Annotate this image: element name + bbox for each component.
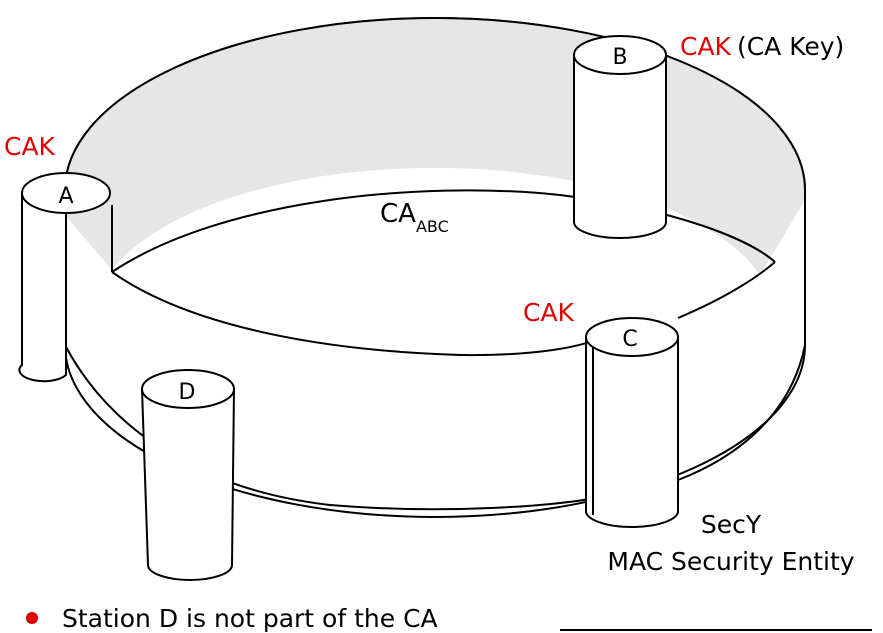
cak-label-a: CAK [4, 132, 56, 161]
ring-label-main: CA [380, 199, 416, 229]
station-d-label: D [179, 380, 196, 405]
ring-front-rim [111, 271, 596, 357]
secy-subtitle: MAC Security Entity [607, 547, 854, 576]
secy-label: SecY [701, 510, 762, 539]
divider-line [560, 629, 872, 631]
station-c: C [585, 317, 679, 528]
station-b: B [573, 35, 667, 239]
station-a-label: A [58, 184, 73, 209]
station-b-label: B [612, 45, 627, 70]
station-a: A [18, 172, 111, 383]
cak-label-b-key: CAK [680, 32, 732, 61]
station-c-label: C [622, 327, 637, 352]
ring-bottom-edge [64, 344, 596, 511]
ring-inner-edge [111, 189, 776, 273]
station-d: D [141, 369, 235, 581]
cak-label-b: CAK(CA Key) [680, 32, 844, 61]
bullet-item: Station D is not part of the CA [26, 603, 438, 633]
bullet-text: Station D is not part of the CA [62, 603, 438, 633]
ring-front-rim-right [677, 261, 776, 319]
cak-label-c: CAK [523, 298, 575, 327]
red-dot-icon [26, 612, 38, 624]
ring-label-subscript: ABC [416, 217, 449, 236]
ring-label: CAABC [380, 199, 449, 236]
cak-label-b-note: (CA Key) [737, 32, 844, 61]
ring-top-rim [64, 17, 806, 191]
ring-bottom-edge-right [677, 344, 806, 481]
